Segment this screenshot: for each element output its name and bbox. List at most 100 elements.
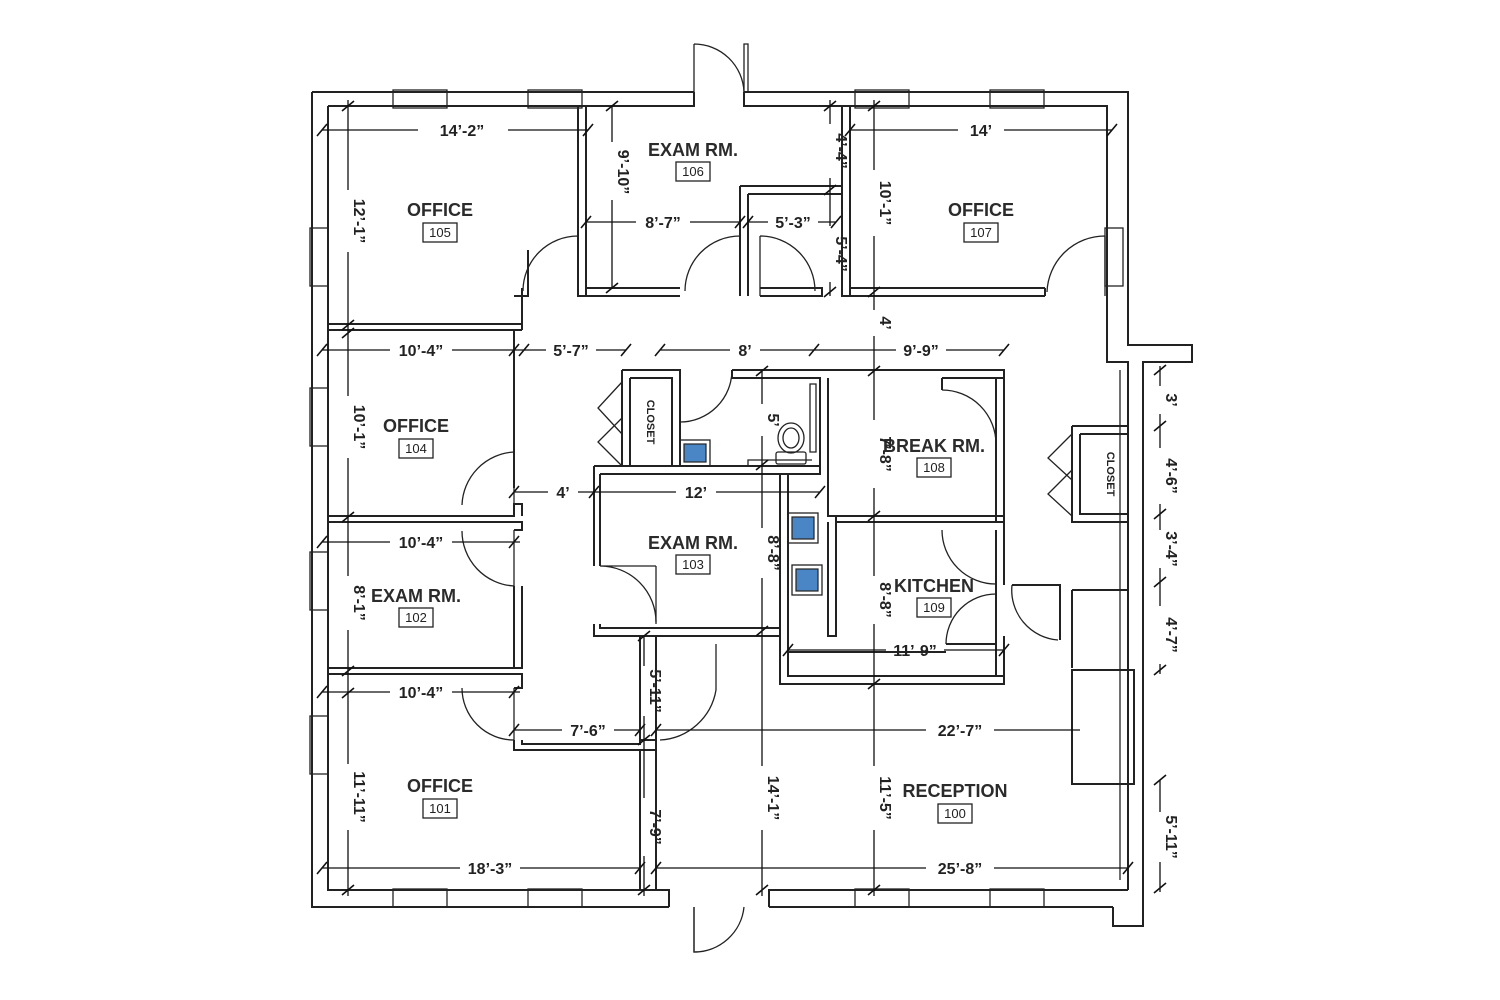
dim-label: 3’-4”	[1162, 531, 1179, 567]
window	[309, 387, 329, 447]
room-name-109: KITCHEN	[894, 576, 974, 596]
dim-label: 25’-8”	[938, 861, 982, 878]
grab-bar	[809, 383, 817, 453]
room-number-106: 106	[682, 164, 704, 179]
dim-label: 14’	[970, 123, 992, 140]
dim-label: 10’-4”	[399, 343, 443, 360]
dimension-labels: 14’-2” 9’-10” 4’-4” 14’ 12’-1” 10’-1” 8’…	[350, 123, 1179, 878]
dim-label: 11’-9”	[893, 643, 937, 660]
door-swing	[461, 687, 515, 741]
room-number-box	[916, 597, 952, 618]
room-name-105: OFFICE	[407, 200, 473, 220]
dimension-lines	[316, 100, 1167, 896]
room-number-box	[422, 798, 458, 819]
window	[309, 715, 329, 775]
dim-label: 8’-7”	[645, 215, 681, 232]
sink-basin-icon	[791, 516, 815, 540]
window	[854, 888, 910, 908]
door-swing	[679, 369, 733, 423]
closet-label-right: CLOSET	[1104, 452, 1116, 497]
room-name-102: EXAM RM.	[371, 586, 461, 606]
dim-label: 7’-6”	[570, 723, 606, 740]
room-number-box	[963, 222, 999, 243]
room-number-109: 109	[923, 600, 945, 615]
room-labels: OFFICE 105 EXAM RM. 106 OFFICE 107 OFFIC…	[371, 140, 1116, 824]
dim-label: 4’	[876, 316, 893, 329]
window	[309, 551, 329, 611]
dim-label: 9’-9”	[903, 343, 939, 360]
closet-label-left: CLOSET	[644, 400, 656, 445]
room-number-box	[916, 457, 952, 478]
dim-label: 10’-1”	[876, 181, 893, 225]
dim-label: 10’-4”	[399, 535, 443, 552]
sink-basin-icon	[683, 443, 707, 463]
door-swing	[693, 43, 745, 93]
door-swing	[941, 529, 997, 585]
door-swing	[1046, 235, 1106, 296]
dim-label: 8’	[738, 343, 751, 360]
dim-label: 7’-9”	[646, 809, 663, 845]
dim-label: 4’-7”	[1162, 617, 1179, 653]
dim-label: 4’	[556, 485, 569, 502]
door-swing	[693, 906, 745, 953]
room-number-103: 103	[682, 557, 704, 572]
dim-label: 8’-8”	[876, 582, 893, 618]
room-name-107: OFFICE	[948, 200, 1014, 220]
room-number-101: 101	[429, 801, 451, 816]
door-swing	[759, 235, 816, 296]
room-name-100: RECEPTION	[902, 781, 1007, 801]
dim-label: 4’-4”	[832, 133, 849, 169]
window	[527, 89, 583, 109]
room-name-104: OFFICE	[383, 416, 449, 436]
room-name-101: OFFICE	[407, 776, 473, 796]
room-number-box	[398, 438, 434, 459]
window	[309, 227, 329, 287]
dim-label: 8’-8”	[764, 535, 781, 571]
room-name-106: EXAM RM.	[648, 140, 738, 160]
sink-icon	[791, 564, 823, 596]
sink-icon	[679, 439, 711, 467]
dim-label: 12’-1”	[350, 199, 367, 243]
window	[989, 89, 1045, 109]
door-swing	[599, 565, 657, 623]
window	[392, 888, 448, 908]
dim-label: 5’-11”	[1162, 815, 1179, 859]
dim-label: 14’-2”	[440, 123, 484, 140]
window	[989, 888, 1045, 908]
door-swing	[461, 530, 515, 587]
dim-label: 22’-7”	[938, 723, 982, 740]
room-number-107: 107	[970, 225, 992, 240]
door-swing	[522, 235, 579, 296]
room-name-103: EXAM RM.	[648, 533, 738, 553]
dim-label: 7’-8”	[876, 436, 893, 472]
room-number-box	[675, 554, 711, 575]
room-number-105: 105	[429, 225, 451, 240]
door-swing	[941, 389, 997, 445]
exterior-walls	[309, 89, 1193, 927]
dim-label: 5’-3”	[775, 215, 811, 232]
room-number-104: 104	[405, 441, 427, 456]
bifold-door	[1047, 433, 1073, 517]
toilet-icon	[775, 422, 807, 465]
dim-label: 5’-7”	[553, 343, 589, 360]
door-swing	[659, 644, 717, 741]
door-swing	[684, 235, 741, 296]
dim-label: 8’-1”	[350, 585, 367, 621]
room-number-100: 100	[944, 806, 966, 821]
room-number-box	[422, 222, 458, 243]
dim-label: 5’-11”	[646, 669, 663, 713]
room-number-box	[937, 803, 973, 824]
dim-label: 9’-10”	[614, 150, 631, 194]
door-swing	[461, 451, 515, 506]
dim-label: 10’-4”	[399, 685, 443, 702]
sink-icon	[787, 512, 819, 544]
window	[392, 89, 448, 109]
dim-label: 11’-5”	[876, 776, 893, 820]
dim-label: 3’	[1162, 393, 1179, 406]
dim-label: 5’	[764, 413, 781, 426]
room-number-box	[398, 607, 434, 628]
fixtures	[679, 383, 823, 596]
dim-label: 4’-6”	[1162, 458, 1179, 494]
room-number-108: 108	[923, 460, 945, 475]
